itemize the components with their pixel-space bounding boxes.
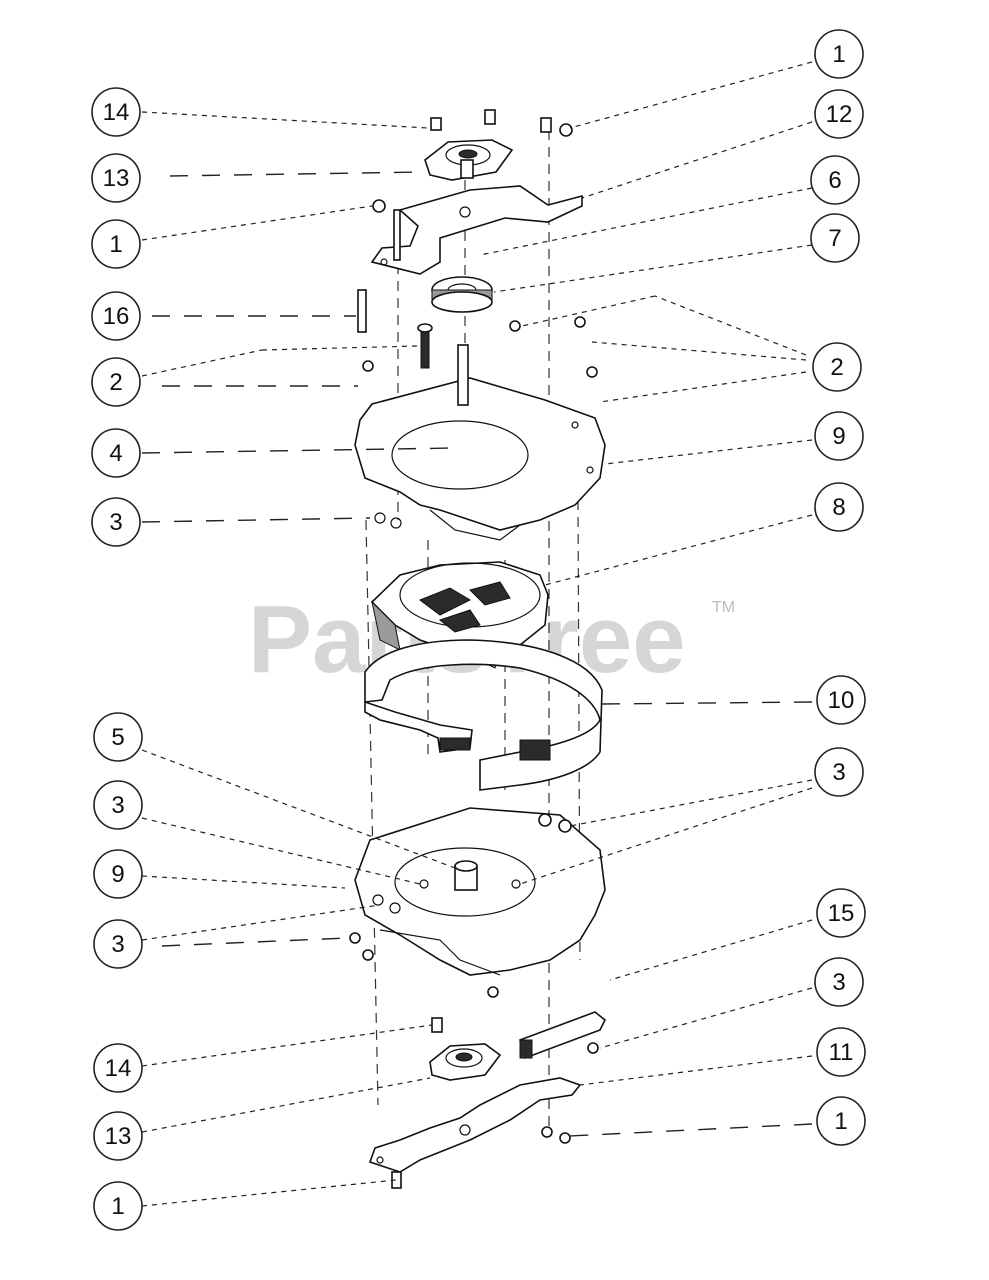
svg-text:7: 7 [828,225,841,252]
lower-housing-plate[interactable] [354,807,606,976]
callout-6[interactable]: 6 [810,155,860,205]
callout-13[interactable]: 13 [91,153,141,203]
upper-bracket[interactable] [370,185,583,275]
callout-9[interactable]: 9 [814,411,864,461]
callout-14[interactable]: 14 [93,1043,143,1093]
small-nuts[interactable] [362,316,598,378]
svg-text:13: 13 [103,165,130,192]
callout-11[interactable]: 11 [816,1027,866,1077]
upper-screws[interactable] [430,109,552,133]
callout-10[interactable]: 10 [816,675,866,725]
svg-text:1: 1 [111,1193,124,1220]
callout-1[interactable]: 1 [814,29,864,79]
svg-text:5: 5 [111,724,124,751]
callout-15[interactable]: 15 [816,888,866,938]
lower-bearing[interactable] [429,1017,502,1081]
callout-2[interactable]: 2 [812,342,862,392]
callout-14[interactable]: 14 [91,87,141,137]
svg-text:14: 14 [105,1055,132,1082]
svg-text:16: 16 [103,303,130,330]
callout-3[interactable]: 3 [93,780,143,830]
svg-text:3: 3 [832,759,845,786]
svg-text:2: 2 [830,354,843,381]
svg-text:3: 3 [832,969,845,996]
svg-text:3: 3 [111,931,124,958]
callout-12[interactable]: 12 [814,89,864,139]
svg-text:15: 15 [828,900,855,927]
svg-text:11: 11 [829,1039,854,1066]
callout-2[interactable]: 2 [91,357,141,407]
upper-bearing[interactable] [424,139,514,181]
leader-lines [141,61,813,1207]
svg-text:10: 10 [828,687,855,714]
callout-1[interactable]: 1 [91,219,141,269]
lower-bolts[interactable] [391,1126,571,1189]
callout-13[interactable]: 13 [93,1111,143,1161]
callout-3[interactable]: 3 [91,497,141,547]
watermark-tm: TM [712,599,735,616]
svg-text:14: 14 [103,99,130,126]
svg-text:13: 13 [105,1123,132,1150]
svg-text:12: 12 [826,101,853,128]
callout-4[interactable]: 4 [91,428,141,478]
lower-nuts[interactable] [349,813,599,1054]
svg-text:4: 4 [109,440,122,467]
svg-text:3: 3 [111,792,124,819]
svg-text:3: 3 [109,509,122,536]
chute-piece[interactable] [519,1011,607,1060]
pulley[interactable] [431,276,493,313]
long-bolts[interactable] [357,289,433,369]
svg-text:1: 1 [832,41,845,68]
svg-text:6: 6 [828,167,841,194]
callout-1[interactable]: 1 [93,1181,143,1231]
svg-text:1: 1 [109,231,122,258]
upper-housing-plate[interactable] [354,344,606,541]
svg-text:8: 8 [832,494,845,521]
callout-7[interactable]: 7 [810,213,860,263]
callout-1[interactable]: 1 [816,1096,866,1146]
callout-8[interactable]: 8 [814,482,864,532]
upper-bolts[interactable] [372,123,573,261]
callout-16[interactable]: 16 [91,291,141,341]
scroll-housing[interactable] [364,639,603,791]
callout-3[interactable]: 3 [93,919,143,969]
svg-text:9: 9 [832,423,845,450]
lower-bracket[interactable] [368,1077,582,1173]
svg-text:2: 2 [109,369,122,396]
callout-5[interactable]: 5 [93,712,143,762]
svg-text:1: 1 [834,1108,847,1135]
svg-text:9: 9 [111,861,124,888]
callout-3[interactable]: 3 [814,957,864,1007]
callout-9[interactable]: 9 [93,849,143,899]
callout-3[interactable]: 3 [814,747,864,797]
